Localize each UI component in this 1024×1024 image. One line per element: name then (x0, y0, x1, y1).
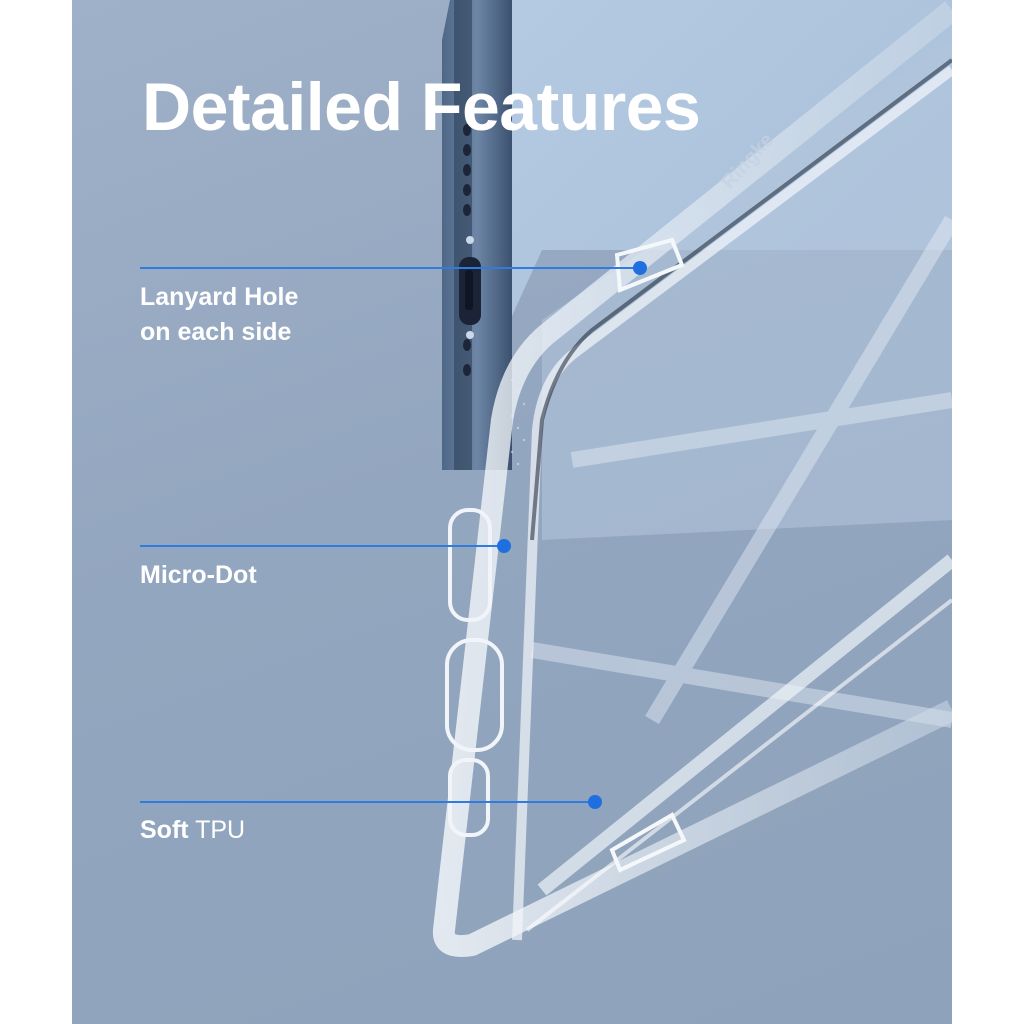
phone-case-illustration: Ringke (140, 0, 952, 957)
callout-soft-tpu-bold: Soft (140, 816, 189, 844)
micro-dot-texture (510, 378, 526, 466)
callout-tpu-pointer (140, 795, 602, 809)
callout-soft-tpu: Soft TPU (140, 812, 245, 848)
callout-lanyard-line1: Lanyard Hole (140, 283, 299, 311)
callout-microdot-pointer (140, 539, 511, 553)
clear-case (432, 1, 952, 957)
callout-lanyard-pointer (140, 261, 647, 275)
callout-soft-tpu-normal: TPU (195, 816, 246, 844)
callout-lanyard-line2: on each side (140, 318, 292, 346)
callout-microdot: Micro-Dot (140, 561, 257, 589)
product-image-canvas: Ringke Detailed Features Lanyard Hole on… (72, 0, 952, 1024)
page-title: Detailed Features (142, 69, 701, 145)
phone-screen (542, 40, 952, 540)
